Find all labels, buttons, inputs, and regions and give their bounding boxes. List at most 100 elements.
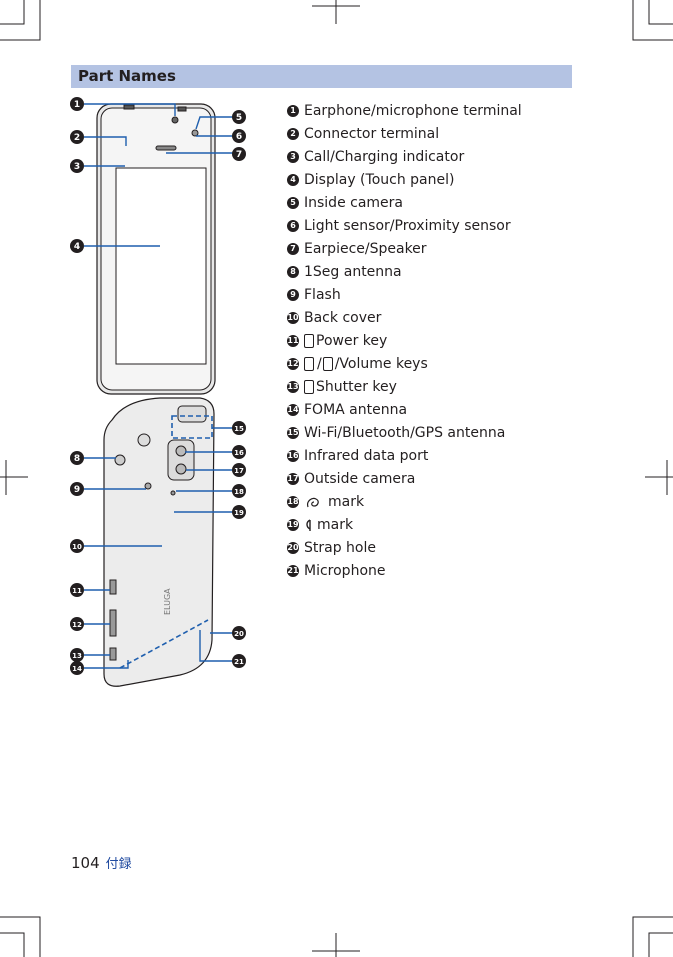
part-label: mark: [317, 516, 354, 533]
callout-15: 15: [232, 421, 246, 435]
part-item: 8 1Seg antenna: [287, 260, 522, 283]
svg-text:13: 13: [72, 652, 82, 660]
part-number: 8: [287, 265, 299, 278]
part-number: 18: [287, 495, 299, 508]
part-number: 15: [287, 426, 299, 439]
callout-8: 8: [70, 451, 84, 465]
part-label: Earphone/microphone terminal: [304, 102, 522, 119]
callout-18: 18: [232, 484, 246, 498]
svg-text:15: 15: [234, 425, 244, 433]
section-name: 付録: [105, 857, 132, 872]
callout-markers: 1 2 3 4 5 6 7 8 9 10 11 12 13 14 15 16 1…: [70, 97, 246, 675]
callout-16: 16: [232, 445, 246, 459]
part-label: mark: [328, 493, 365, 510]
svg-text:3: 3: [74, 162, 80, 172]
part-label: Infrared data port: [304, 447, 429, 464]
svg-text:1: 1: [74, 100, 80, 110]
part-number: 1: [287, 104, 299, 117]
part-item: 1 Earphone/microphone terminal: [287, 99, 522, 122]
callout-2: 2: [70, 130, 84, 144]
part-number: 2: [287, 127, 299, 140]
page-number: 104: [71, 854, 100, 872]
svg-text:10: 10: [72, 543, 82, 551]
svg-text:2: 2: [74, 133, 80, 143]
callout-19: 19: [232, 505, 246, 519]
callout-13: 13: [70, 648, 84, 662]
part-label: Strap hole: [304, 539, 376, 556]
part-item: 2 Connector terminal: [287, 122, 522, 145]
part-label: FOMA antenna: [304, 401, 408, 418]
page-footer: 104 付録: [71, 853, 132, 872]
part-number: 10: [287, 311, 299, 324]
part-number: 13: [287, 380, 299, 393]
part-label: Inside camera: [304, 194, 403, 211]
part-number: 16: [287, 449, 299, 462]
part-label: /Volume keys: [334, 355, 428, 372]
callout-7: 7: [232, 147, 246, 161]
volume-down-key-icon: [322, 356, 333, 371]
part-number: 4: [287, 173, 299, 186]
part-item: 16 Infrared data port: [287, 444, 522, 467]
part-number: 5: [287, 196, 299, 209]
part-label: Connector terminal: [304, 125, 440, 142]
svg-text:16: 16: [234, 449, 244, 457]
part-item: 11 Power key: [287, 329, 522, 352]
part-number: 7: [287, 242, 299, 255]
part-item: 18 mark: [287, 490, 522, 513]
part-label: Flash: [304, 286, 341, 303]
part-item: 10 Back cover: [287, 306, 522, 329]
brand-mark: ELUGA: [163, 588, 172, 615]
callout-6: 6: [232, 129, 246, 143]
part-item: 3 Call/Charging indicator: [287, 145, 522, 168]
part-label: Back cover: [304, 309, 382, 326]
part-label: Call/Charging indicator: [304, 148, 465, 165]
part-item: 5 Inside camera: [287, 191, 522, 214]
svg-text:17: 17: [234, 467, 244, 475]
svg-text:9: 9: [74, 485, 80, 495]
part-number: 21: [287, 564, 299, 577]
svg-text:4: 4: [74, 242, 80, 252]
part-item: 15 Wi-Fi/Bluetooth/GPS antenna: [287, 421, 522, 444]
callout-17: 17: [232, 463, 246, 477]
leader-lines: [84, 103, 233, 669]
callout-1: 1: [70, 97, 84, 111]
part-number: 19: [287, 518, 299, 531]
callout-3: 3: [70, 159, 84, 173]
part-number: 17: [287, 472, 299, 485]
svg-text:5: 5: [236, 113, 242, 123]
part-number: 11: [287, 334, 299, 347]
part-item: 4 Display (Touch panel): [287, 168, 522, 191]
part-label: Power key: [316, 332, 388, 349]
felica-mark-icon: [307, 497, 319, 507]
svg-text:14: 14: [72, 665, 82, 673]
part-number: 3: [287, 150, 299, 163]
part-label: 1Seg antenna: [304, 263, 402, 280]
ir-mark-icon: [306, 518, 311, 531]
svg-text:12: 12: [72, 621, 82, 629]
svg-text:6: 6: [236, 132, 242, 142]
part-label: Display (Touch panel): [304, 171, 455, 188]
parts-list: 1 Earphone/microphone terminal 2 Connector…: [287, 99, 522, 582]
part-item: 12//Volume keys: [287, 355, 428, 372]
callout-12: 12: [70, 617, 84, 631]
callout-4: 4: [70, 239, 84, 253]
part-number: 12: [287, 357, 299, 370]
svg-text:7: 7: [236, 150, 242, 160]
part-label: Earpiece/Speaker: [304, 240, 427, 257]
callout-20: 20: [232, 626, 246, 640]
svg-text:18: 18: [234, 488, 244, 496]
svg-text:20: 20: [234, 630, 244, 638]
callout-10: 10: [70, 539, 84, 553]
svg-text:11: 11: [72, 587, 82, 595]
svg-text:19: 19: [234, 509, 244, 517]
volume-up-key-icon: [304, 356, 314, 371]
part-label: Wi-Fi/Bluetooth/GPS antenna: [304, 424, 506, 441]
phone-back: [103, 397, 215, 687]
phone-front: [96, 103, 216, 395]
